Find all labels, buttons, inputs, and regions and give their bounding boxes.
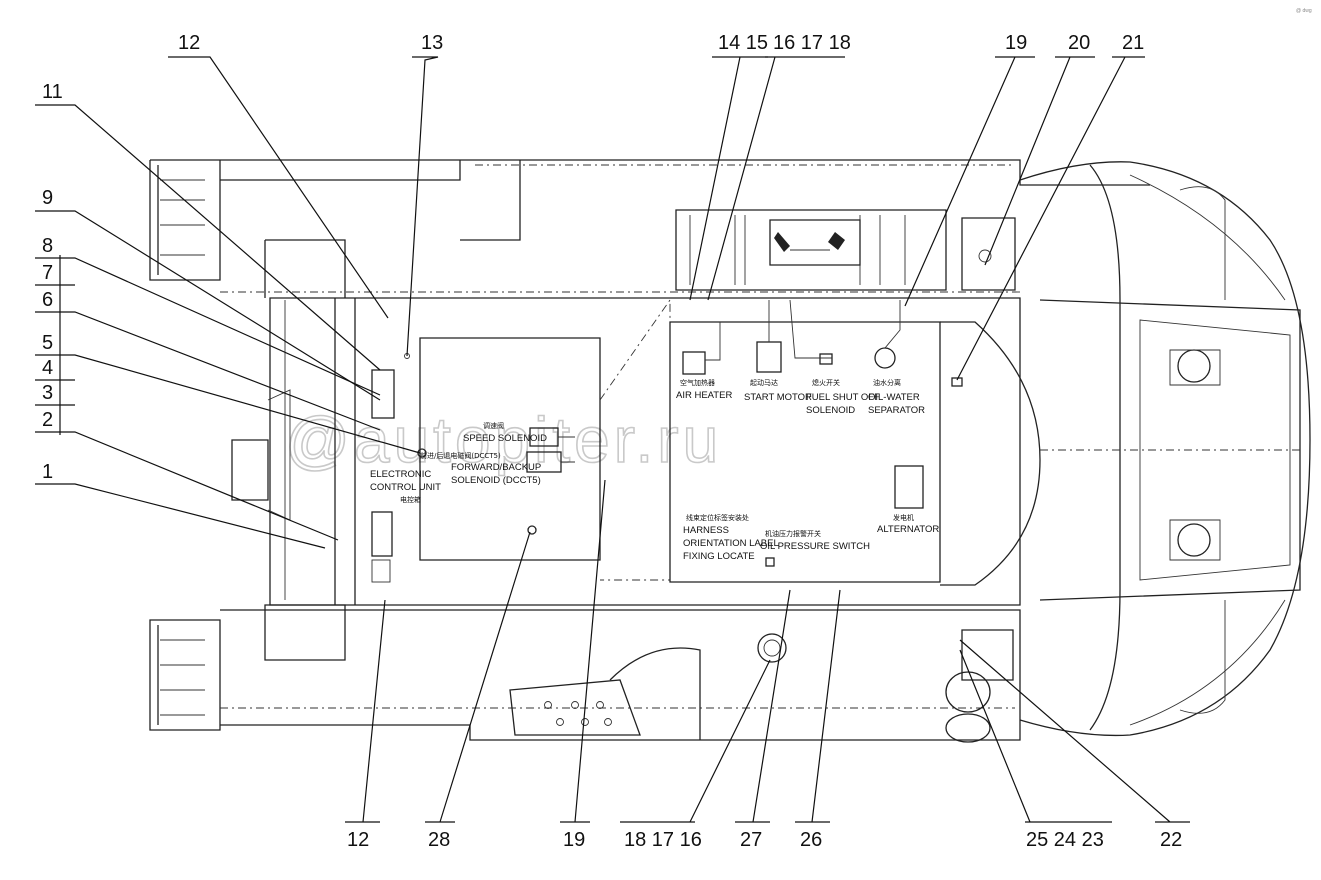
oil-water-cn: 油水分离 <box>873 378 901 387</box>
callout-left-4: 6 <box>42 289 53 311</box>
leader-lines <box>35 56 1190 823</box>
callout-left-1: 9 <box>42 187 53 209</box>
alternator-cn: 发电机 <box>893 513 914 522</box>
air-heater-cn: 空气加热器 <box>680 378 715 387</box>
air-heater-label: AIR HEATER <box>676 390 732 401</box>
oil-pressure-label: OIL PRESSURE SWITCH <box>760 541 870 552</box>
machine-outline <box>149 159 1311 743</box>
alternator-label: ALTERNATOR <box>877 524 939 535</box>
callout-bottom-7: 22 <box>1160 829 1182 851</box>
callout-top-3: 16 17 18 <box>773 32 851 54</box>
ecu-cn: 电控箱 <box>400 495 421 504</box>
component-labels: 空气加热器 AIR HEATER 起动马达 START MOTOR 熄火开关 F… <box>370 378 939 562</box>
callout-bottom-2: 19 <box>563 829 585 851</box>
callout-top-6: 21 <box>1122 32 1144 54</box>
callout-left-7: 3 <box>42 382 53 404</box>
callout-left-2: 8 <box>42 235 53 257</box>
callout-top-4: 19 <box>1005 32 1027 54</box>
callout-left-3: 7 <box>42 262 53 284</box>
callout-left-0: 11 <box>42 81 63 103</box>
fuel-shutoff-cn: 熄火开关 <box>812 378 840 387</box>
speed-solenoid-cn: 调速阀 <box>483 421 504 430</box>
fwd-backup-label-1: FORWARD/BACKUP <box>451 462 541 473</box>
callout-bottom-5: 26 <box>800 829 822 851</box>
oil-water-label-1: OIL-WATER <box>868 392 920 403</box>
callout-top-2: 14 15 <box>718 32 768 54</box>
callout-numbers: 12 13 14 15 16 17 18 19 20 21 11 9 8 7 6… <box>42 32 1182 851</box>
ecu-label-2: CONTROL UNIT <box>370 482 441 493</box>
callout-top-0: 12 <box>178 32 200 54</box>
callout-top-1: 13 <box>421 32 443 54</box>
fwd-backup-label-2: SOLENOID (DCCT5) <box>451 475 541 486</box>
speed-solenoid-label: SPEED SOLENOID <box>463 433 547 444</box>
ecu-label-1: ELECTRONIC <box>370 469 431 480</box>
harness-label-1: HARNESS <box>683 525 729 536</box>
fuel-shutoff-label-1: FUEL SHUT OFF <box>806 392 880 403</box>
harness-cn: 线束定位标签安装处 <box>686 513 749 522</box>
callout-bottom-1: 28 <box>428 829 450 851</box>
harness-label-2: ORIENTATION LABEL <box>683 538 779 549</box>
callout-top-5: 20 <box>1068 32 1090 54</box>
oil-pressure-cn: 机油压力报警开关 <box>765 529 821 538</box>
callout-left-6: 4 <box>42 357 53 379</box>
oil-water-label-2: SEPARATOR <box>868 405 925 416</box>
fuel-shutoff-label-2: SOLENOID <box>806 405 855 416</box>
start-motor-cn: 起动马达 <box>750 378 778 387</box>
callout-bottom-3: 18 17 16 <box>624 829 702 851</box>
callout-bottom-6: 25 24 23 <box>1026 829 1104 851</box>
component-boxes <box>371 299 963 583</box>
fwd-backup-cn: 前进/后退电磁阀(DCCT5) <box>420 451 501 460</box>
callout-left-9: 1 <box>42 461 53 483</box>
corner-mark: @ dwg <box>1296 8 1312 14</box>
callout-left-8: 2 <box>42 409 53 431</box>
callout-left-5: 5 <box>42 332 53 354</box>
callout-bottom-0: 12 <box>347 829 369 851</box>
callout-bottom-4: 27 <box>740 829 762 851</box>
watermark-text: @autopiter.ru <box>285 404 722 476</box>
start-motor-label: START MOTOR <box>744 392 812 403</box>
harness-label-3: FIXING LOCATE <box>683 551 755 562</box>
